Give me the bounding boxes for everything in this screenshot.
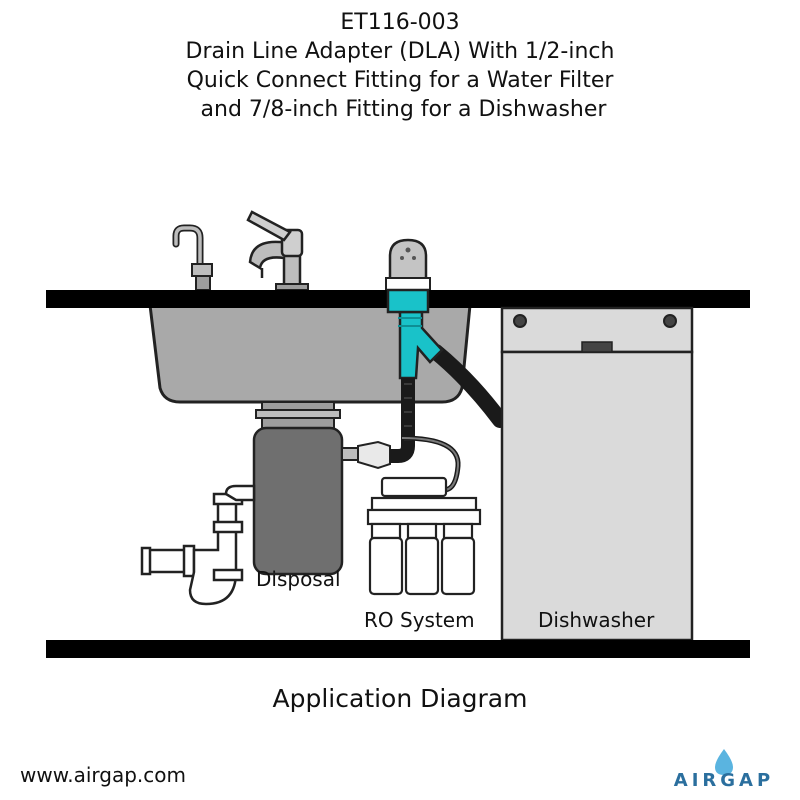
ro-system-label: RO System [364,608,475,632]
sink-basin [148,303,472,404]
air-gap-cap [385,238,431,291]
floor-line [46,640,750,658]
p-trap [140,484,256,606]
water-drop-icon [715,749,733,775]
sink-drain [255,401,341,429]
disposal-unit [252,426,344,576]
website-link[interactable]: www.airgap.com [20,763,186,787]
diagram-caption: Application Diagram [272,684,528,713]
airgap-logo: AIRGAP [668,747,780,793]
kitchen-faucet [246,210,309,292]
brand-name: AIRGAP [673,770,775,791]
title-line-part-number: ET116-003 [340,10,460,35]
dishwasher-drain-hose [428,344,508,428]
page-title: ET116-003 Drain Line Adapter (DLA) With … [0,8,800,124]
title-line-3: and 7/8-inch Fitting for a Dishwasher [193,97,607,122]
ro-system-unit [366,476,482,596]
title-line-1: Drain Line Adapter (DLA) With 1/2-inch [185,39,615,64]
filter-faucet [172,224,213,291]
disposal-label: Disposal [256,567,341,591]
drain-line-adapter [398,310,444,380]
air-gap-body [386,288,430,314]
dishwasher-label: Dishwasher [538,608,655,632]
disposal-inlet-fitting [341,440,391,470]
title-line-2: Quick Connect Fitting for a Water Filter [186,68,614,93]
dishwasher-unit [500,306,694,642]
drain-tube [390,378,415,463]
